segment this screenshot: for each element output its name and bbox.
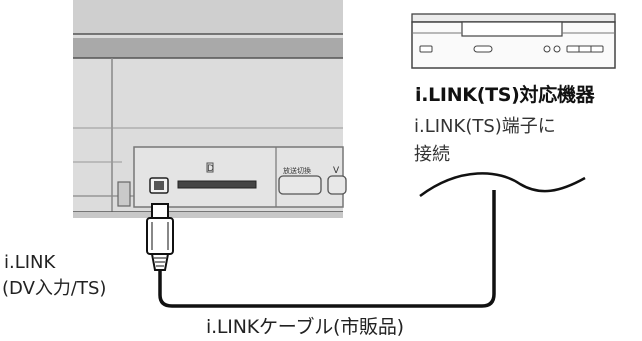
cable-break-wave [419, 172, 586, 198]
ilink-cable [158, 190, 496, 308]
v-button-label: V [333, 166, 340, 176]
broadcast-switch-label: 放送切換 [283, 166, 311, 175]
recorder-side-knob [117, 181, 131, 207]
recorder-port-label-line1: i.LINK [4, 252, 56, 273]
external-device-button-2 [473, 45, 493, 53]
recorder-bottom-shadow [73, 212, 343, 218]
card-slot [177, 162, 257, 189]
broadcast-switch-button [278, 175, 322, 195]
external-device-button-bar [566, 45, 604, 53]
ilink-port [149, 177, 169, 194]
external-device-dot-1 [543, 45, 551, 53]
recorder-front-panel: 放送切換 V [73, 0, 347, 218]
external-device-title: i.LINK(TS)対応機器 [415, 84, 595, 106]
external-device-dot-2 [553, 45, 561, 53]
card-slot-symbol: D [207, 164, 214, 174]
external-device-port-note-line1: i.LINK(TS)端子に [414, 116, 556, 137]
external-device-top [411, 13, 616, 23]
recorder-display-window [73, 38, 343, 58]
ilink-connector-plug [146, 203, 174, 271]
tape-slot [461, 21, 563, 37]
recorder-port-label-line2: (DV入力/TS) [2, 278, 107, 299]
external-ilink-device [411, 13, 616, 69]
external-device-button-1 [419, 45, 433, 53]
v-button [327, 175, 347, 195]
cable-label: i.LINKケーブル(市販品) [206, 316, 404, 338]
external-device-port-note-line2: 接続 [414, 144, 450, 165]
recorder-top-band [73, 0, 343, 34]
